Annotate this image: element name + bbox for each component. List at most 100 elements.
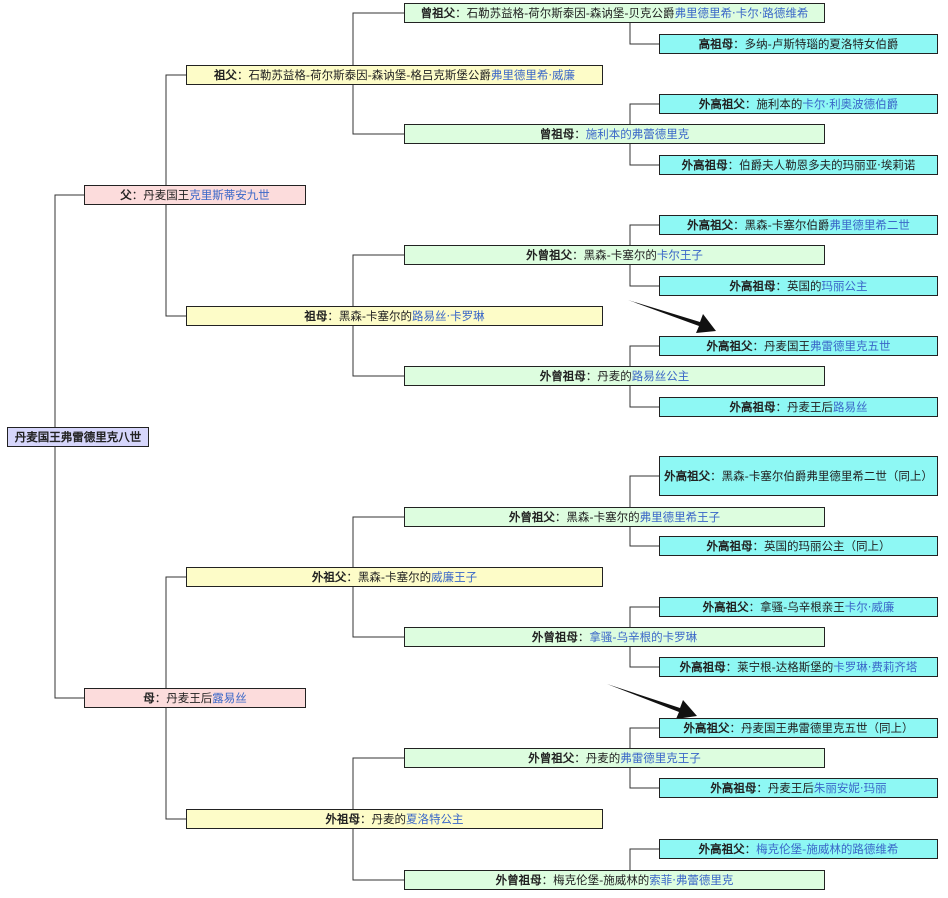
great-grandmother-node-3: 外曾祖母：拿骚-乌辛根的卡罗琳 — [404, 627, 825, 647]
node-link[interactable]: 施利本的弗蕾德里克 — [585, 127, 690, 141]
node-text: 梅克伦堡-施威林的 — [553, 873, 650, 887]
paternal-grandmother-node: 祖母：黑森-卡塞尔的路易丝·卡罗琳 — [186, 306, 603, 326]
node-label: 高祖母 — [698, 37, 734, 51]
node-text: 丹麦的 — [597, 369, 632, 383]
node-link[interactable]: 拿骚-乌辛根的卡罗琳 — [589, 630, 698, 644]
great-grandmother-node-2: 外曾祖母：丹麦的路易丝公主 — [404, 366, 825, 386]
node-link[interactable]: 路易丝 — [833, 400, 868, 414]
node-text: 伯爵夫人勒恩多夫的玛丽亚·埃莉诺 — [739, 158, 916, 172]
node-label: 外高祖母 — [681, 158, 728, 172]
node-link[interactable]: 夏洛特公主 — [406, 812, 464, 826]
node-text: 丹麦王后 — [767, 781, 814, 795]
great-grandfather-node-4: 外曾祖父：丹麦的弗雷德里克王子 — [404, 748, 825, 768]
node-link[interactable]: 弗里德里希二世 — [829, 218, 910, 232]
node-label: 外高祖母 — [679, 660, 726, 674]
great-great-grandparent-node-14: 外高祖父：梅克伦堡-施威林的路德维希 — [659, 839, 938, 859]
maternal-grandmother-node: 外祖母：丹麦的夏洛特公主 — [186, 809, 603, 829]
node-label: 外高祖母 — [706, 539, 753, 553]
node-link[interactable]: 路易丝公主 — [631, 369, 690, 383]
node-link[interactable]: 卡尔·利奥波德伯爵 — [802, 97, 899, 111]
great-grandfather-node-2: 外曾祖父：黑森-卡塞尔的卡尔王子 — [404, 245, 825, 265]
mother-node: 母：丹麦王后露易丝 — [84, 688, 306, 708]
maternal-grandfather-node: 外祖父：黑森-卡塞尔的威廉王子 — [186, 567, 603, 587]
great-grandmother-node-1: 曾祖母：施利本的弗蕾德里克 — [404, 124, 825, 144]
node-link[interactable]: 弗里德里希·卡尔·路德维希 — [674, 6, 809, 20]
node-text: 丹麦的 — [585, 751, 621, 765]
node-label: 外高祖母 — [729, 400, 776, 414]
node-link[interactable]: 弗雷德里克王子 — [620, 751, 701, 765]
node-link[interactable]: 玛丽公主 — [821, 279, 868, 293]
great-great-grandparent-node-1: 高祖母：多纳-卢斯特瑙的夏洛特女伯爵 — [659, 34, 938, 54]
node-text: 黑森-卡塞尔的 — [583, 248, 657, 262]
node-label: 父 — [120, 188, 132, 202]
great-great-grandparent-node-11: 外高祖母：莱宁根-达格斯堡的卡罗琳·费莉齐塔 — [659, 657, 938, 677]
node-label: 外曾祖母 — [531, 630, 578, 644]
node-text: 黑森-卡塞尔伯爵 — [744, 218, 830, 232]
node-text: 石勒苏益格-荷尔斯泰因-森讷堡-贝克公爵 — [466, 6, 675, 20]
great-great-grandparent-node-3: 外高祖母：伯爵夫人勒恩多夫的玛丽亚·埃莉诺 — [659, 155, 938, 175]
node-link[interactable]: 朱丽安妮·玛丽 — [813, 781, 887, 795]
node-label: 祖母 — [304, 309, 328, 323]
node-text: 丹麦国王弗雷德里克五世（同上） — [741, 721, 914, 735]
great-great-grandparent-node-5: 外高祖母：英国的玛丽公主 — [659, 276, 938, 296]
great-grandfather-node-3: 外曾祖父：黑森-卡塞尔的弗里德里希王子 — [404, 507, 825, 527]
node-text: 拿骚-乌辛根亲王 — [760, 600, 845, 614]
node-link[interactable]: 弗里德里希·威廉 — [490, 68, 576, 82]
node-link[interactable]: 卡尔·威廉 — [844, 600, 895, 614]
node-link[interactable]: 弗里德里希王子 — [639, 510, 721, 524]
node-label: 曾祖父 — [420, 6, 456, 20]
node-text: 英国的 — [787, 279, 822, 293]
node-label: 外曾祖父 — [528, 751, 575, 765]
node-label: 外高祖母 — [710, 781, 757, 795]
great-grandmother-node-4: 外曾祖母：梅克伦堡-施威林的索菲·弗蕾德里克 — [404, 870, 825, 890]
node-label: 外祖父 — [311, 570, 347, 584]
great-great-grandparent-node-13: 外高祖母：丹麦王后朱丽安妮·玛丽 — [659, 778, 938, 798]
node-text: 莱宁根-达格斯堡的 — [737, 660, 834, 674]
node-label: 外高祖母 — [729, 279, 776, 293]
node-text: 施利本的 — [756, 97, 803, 111]
node-label: 母 — [143, 691, 155, 705]
root-person: 丹麦国王弗雷德里克八世 — [7, 427, 149, 447]
great-great-grandparent-node-12: 外高祖父：丹麦国王弗雷德里克五世（同上） — [659, 718, 938, 738]
root-name: 丹麦国王弗雷德里克八世 — [14, 430, 142, 444]
great-great-grandparent-node-6: 外高祖父：丹麦国王弗雷德里克五世 — [659, 336, 938, 356]
node-text: 黑森-卡塞尔的 — [357, 570, 432, 584]
node-text: 丹麦王后 — [166, 691, 213, 705]
node-label: 外曾祖父 — [526, 248, 573, 262]
node-link[interactable]: 卡尔王子 — [656, 248, 703, 262]
node-link[interactable]: 露易丝 — [212, 691, 247, 705]
node-label: 外曾祖母 — [539, 369, 586, 383]
node-text: 英国的玛丽公主（同上） — [764, 539, 891, 553]
great-great-grandparent-node-7: 外高祖母：丹麦王后路易丝 — [659, 397, 938, 417]
node-link[interactable]: 威廉王子 — [431, 570, 478, 584]
pointer-arrow-1 — [628, 300, 716, 333]
node-label: 外祖母 — [325, 812, 361, 826]
node-text: 多纳-卢斯特瑙的夏洛特女伯爵 — [744, 37, 899, 51]
node-text: 丹麦国王 — [143, 188, 190, 202]
node-link[interactable]: 卡罗琳·费莉齐塔 — [833, 660, 918, 674]
great-great-grandparent-node-4: 外高祖父：黑森-卡塞尔伯爵弗里德里希二世 — [659, 215, 938, 235]
node-link[interactable]: 索菲·弗蕾德里克 — [649, 873, 734, 887]
node-label: 外曾祖母 — [495, 873, 542, 887]
node-text: 石勒苏益格-荷尔斯泰因-森讷堡-格吕克斯堡公爵 — [248, 68, 491, 82]
node-link[interactable]: 弗雷德里克五世 — [810, 339, 891, 353]
node-link[interactable]: 路易丝·卡罗琳 — [412, 309, 485, 323]
node-link[interactable]: 梅克伦堡-施威林的路德维希 — [756, 842, 899, 856]
node-label: 外高祖父 — [687, 218, 734, 232]
node-text: 丹麦王后 — [787, 400, 833, 414]
node-label: 外高祖父 — [702, 600, 749, 614]
node-label: 外高祖父 — [664, 469, 711, 483]
father-node: 父：丹麦国王克里斯蒂安九世 — [84, 185, 306, 205]
node-label: 祖父 — [213, 68, 237, 82]
node-label: 外高祖父 — [683, 721, 730, 735]
node-text: 丹麦国王 — [764, 339, 810, 353]
node-label: 外高祖父 — [698, 842, 745, 856]
node-text: 黑森-卡塞尔的 — [566, 510, 640, 524]
node-label: 外高祖父 — [698, 97, 745, 111]
node-text: 丹麦的 — [371, 812, 407, 826]
node-link[interactable]: 克里斯蒂安九世 — [189, 188, 270, 202]
great-great-grandparent-node-10: 外高祖父：拿骚-乌辛根亲王卡尔·威廉 — [659, 597, 938, 617]
great-great-grandparent-node-9: 外高祖母：英国的玛丽公主（同上） — [659, 536, 938, 556]
node-label: 外高祖父 — [706, 339, 753, 353]
